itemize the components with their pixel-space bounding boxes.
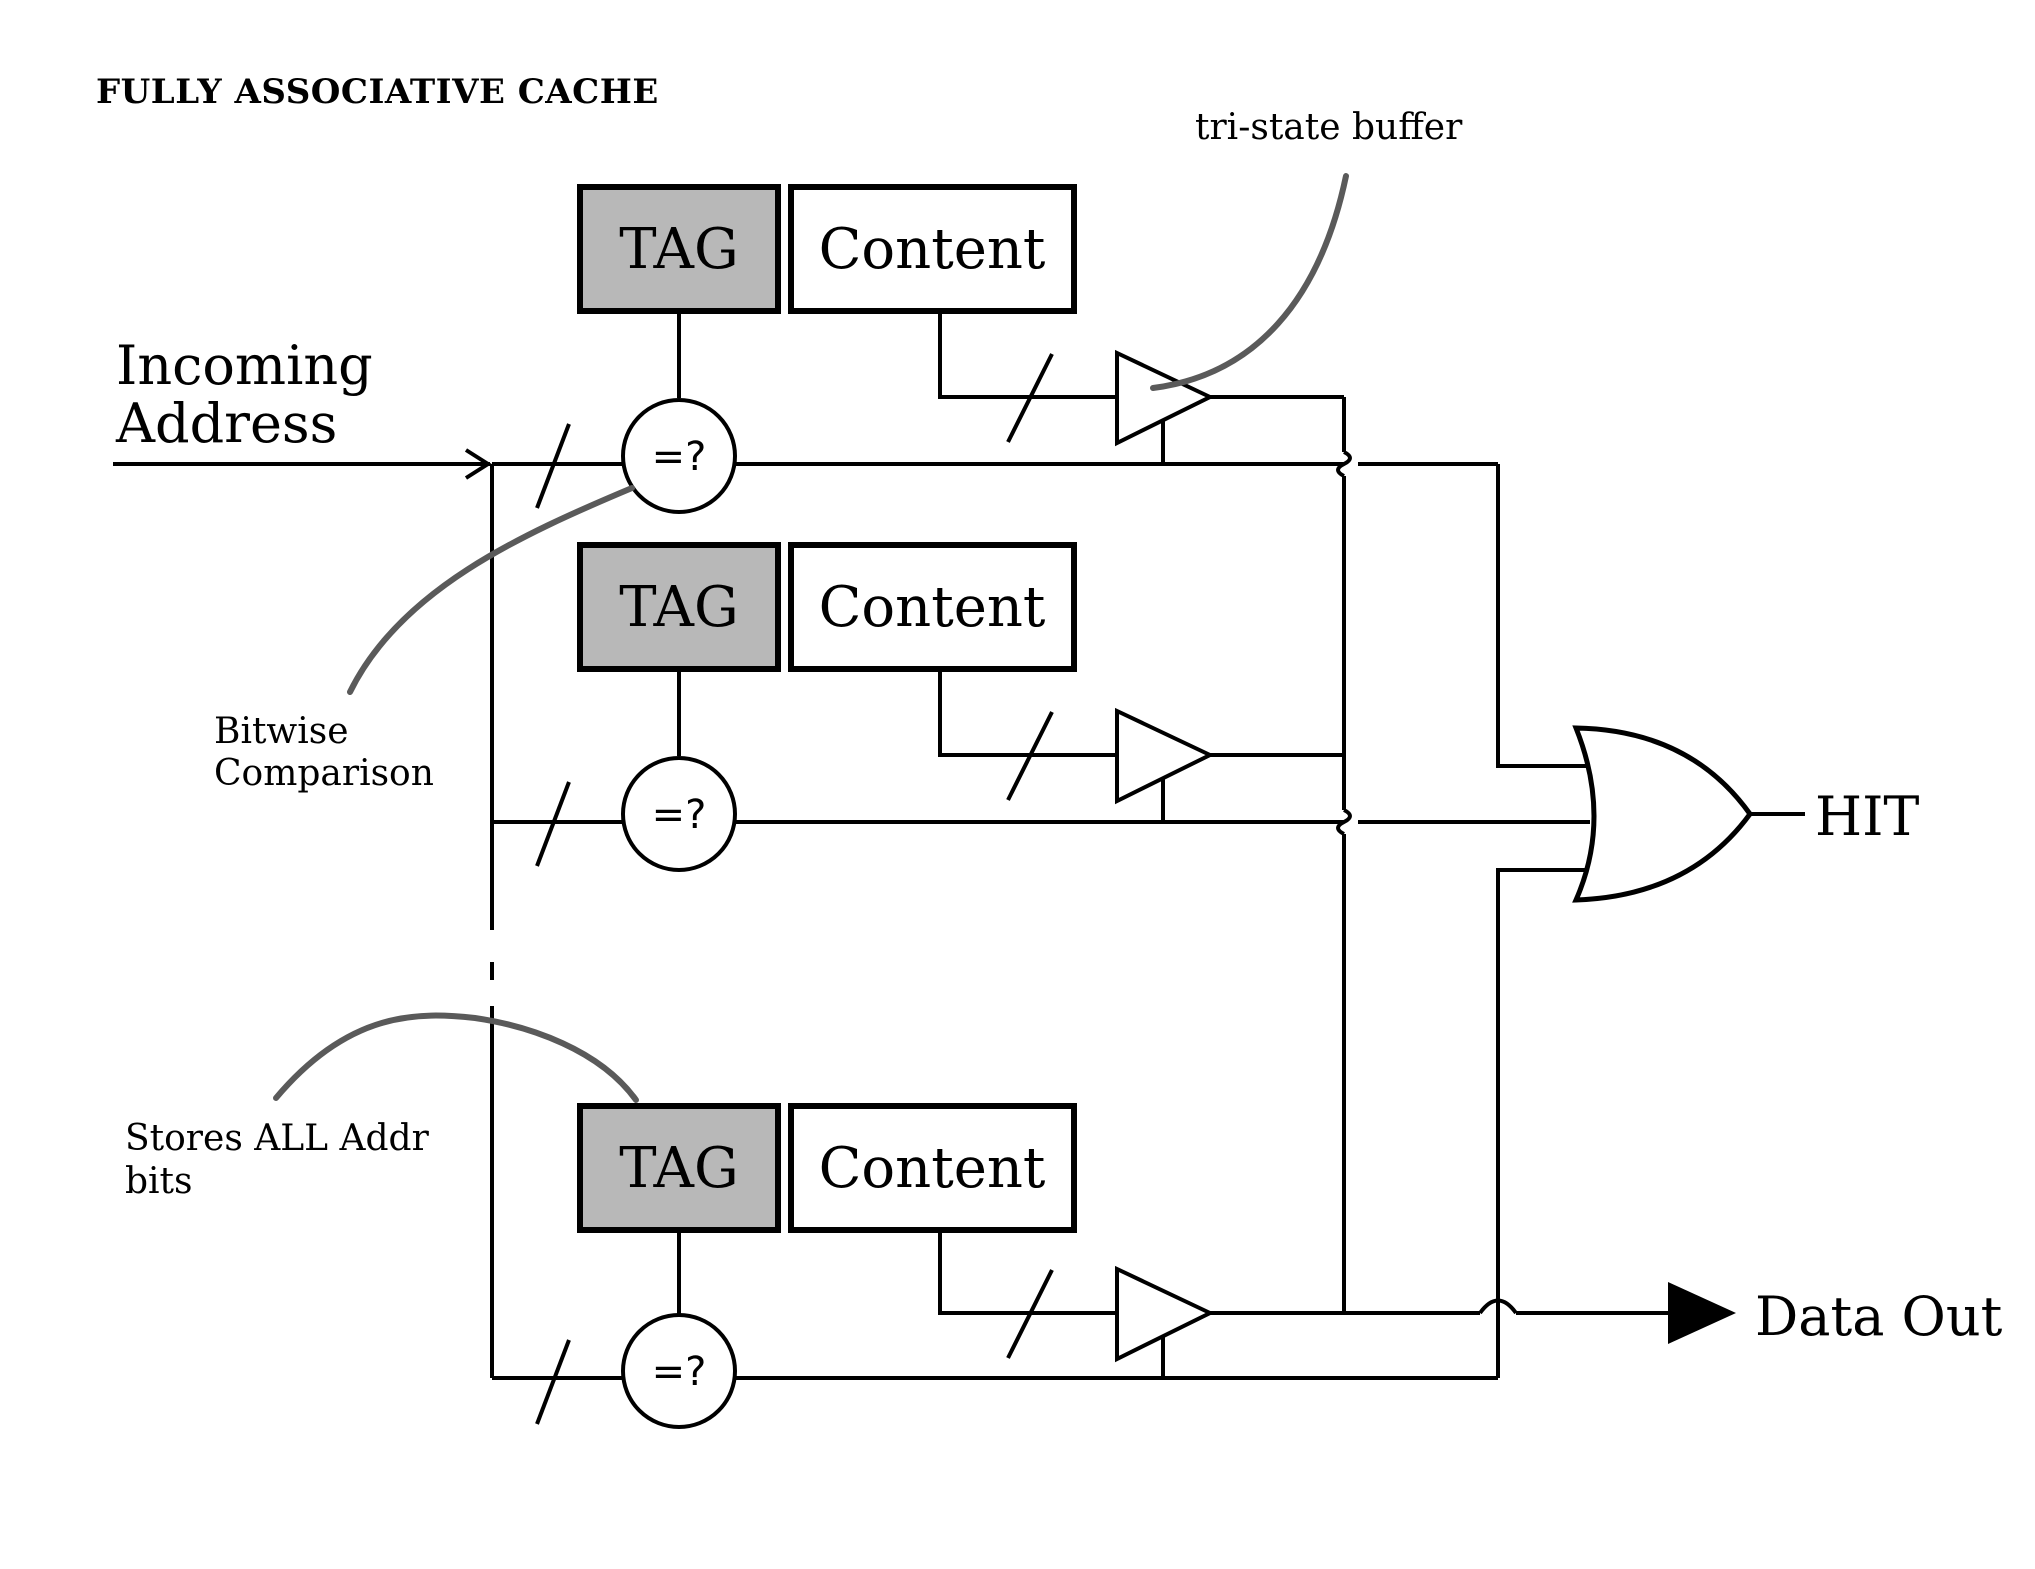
bitwise-annotation-line2: Comparison [214, 753, 434, 794]
comparator-3 [621, 1313, 737, 1429]
comparator-label-1: =? [652, 434, 707, 480]
bitwise-annotation-line1: Bitwise [214, 711, 349, 752]
tristate-buffer-1 [1115, 349, 1215, 447]
stores-callout-line [273, 1012, 639, 1103]
match-lines [1496, 464, 1590, 1378]
stores-annotation-line1: Stores ALL Addr [125, 1118, 430, 1159]
cache-line-3: TAG Content =? [492, 1103, 1498, 1429]
bus-width-slash [535, 423, 571, 509]
tag-label-1: TAG [619, 217, 738, 282]
hit-label: HIT [1815, 785, 1919, 848]
tag-label-3: TAG [619, 1136, 738, 1201]
tristate-annotation: tri-state buffer [1195, 107, 1463, 148]
stores-annotation-line2: bits [125, 1161, 193, 1202]
data-out-arrow [1668, 1282, 1736, 1344]
cache-line-2: TAG Content =? [492, 542, 1590, 872]
content-label-1: Content [819, 217, 1046, 282]
data-out-label: Data Out [1755, 1285, 2003, 1348]
tristate-buffer-2 [1115, 707, 1215, 805]
comparator-1 [621, 398, 737, 514]
tag-box-1 [577, 184, 781, 314]
content-box-1 [788, 184, 1077, 314]
tag-box-3 [577, 1103, 781, 1233]
content-label-2: Content [819, 575, 1046, 640]
tristate-buffer-3 [1115, 1265, 1215, 1363]
comparator-2 [621, 756, 737, 872]
tristate-callout-line [1150, 173, 1349, 391]
tag-label-2: TAG [619, 575, 738, 640]
diagram-title: FULLY ASSOCIATIVE CACHE [96, 72, 659, 112]
content-box-3 [788, 1103, 1077, 1233]
comparator-label-2: =? [652, 792, 707, 838]
comparator-label-3: =? [652, 1349, 707, 1395]
bus-width-slash [1006, 353, 1054, 443]
incoming-label-line2: Address [115, 392, 337, 455]
cache-line-1: TAG Content =? [492, 184, 1498, 514]
content-label-3: Content [819, 1136, 1046, 1201]
bus-width-slash [1006, 1269, 1054, 1359]
content-box-2 [788, 542, 1077, 672]
bitwise-callout-line [347, 485, 635, 695]
bus-width-slash [1006, 711, 1054, 801]
incoming-label-line1: Incoming [116, 334, 373, 397]
bus-width-slash [535, 1339, 571, 1425]
or-gate [1572, 725, 1805, 903]
incoming-address-wire [113, 448, 492, 480]
bus-width-slash [535, 781, 571, 867]
